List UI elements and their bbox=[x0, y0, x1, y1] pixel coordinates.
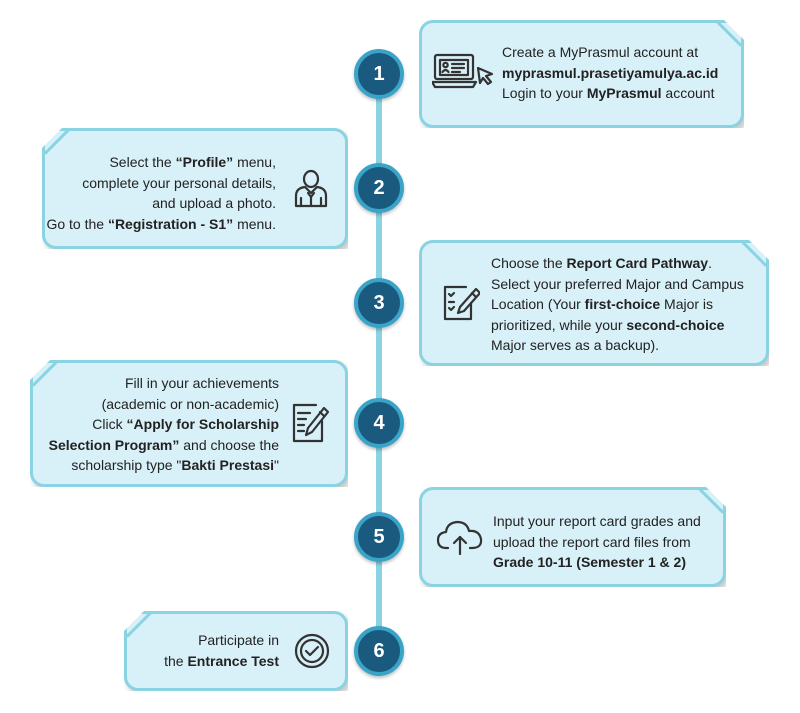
bold-text: Grade 10-11 (Semester 1 & 2) bbox=[493, 554, 686, 570]
step-6-line: Participate in bbox=[164, 630, 279, 651]
text-run: Major is bbox=[660, 296, 714, 312]
text-run: " bbox=[274, 457, 279, 473]
step-1-line: Create a MyPrasmul account at bbox=[502, 42, 718, 63]
bold-text: first-choice bbox=[584, 296, 661, 312]
text-run: Select the bbox=[109, 154, 176, 170]
step-3-number: 3 bbox=[354, 278, 404, 328]
step-2-text: Select the “Profile” menu,complete your … bbox=[46, 152, 276, 234]
bold-text: MyPrasmul bbox=[586, 85, 662, 101]
step-3-line: Location (Your first-choice Major is bbox=[491, 294, 744, 315]
text-run: complete your personal details, bbox=[82, 174, 276, 191]
text-run: and choose the bbox=[179, 436, 279, 453]
step-1-number-label: 1 bbox=[373, 62, 385, 85]
text-run: Click bbox=[92, 416, 127, 432]
step-3-text: Choose the Report Card Pathway.Select yo… bbox=[491, 253, 744, 356]
bold-text: “Profile” bbox=[175, 154, 234, 170]
step-4-line: Click “Apply for Scholarship bbox=[49, 414, 279, 435]
person-icon bbox=[293, 168, 329, 210]
text-run: Input your report card grades and bbox=[493, 513, 701, 529]
step-3-line: Major serves as a backup). bbox=[491, 335, 744, 356]
step-5-line: upload the report card files from bbox=[493, 532, 701, 553]
text-run: prioritized, while your bbox=[491, 316, 627, 333]
step-6-card bbox=[124, 611, 348, 691]
text-run: . bbox=[708, 255, 712, 271]
step-3-number-label: 3 bbox=[373, 291, 385, 314]
step-2-number-label: 2 bbox=[373, 176, 385, 199]
bold-text: Report Card Pathway bbox=[566, 255, 709, 271]
text-run: menu. bbox=[233, 215, 276, 232]
check-circle-icon bbox=[293, 632, 331, 670]
step-3-line: Select your preferred Major and Campus bbox=[491, 274, 744, 295]
step-6-number: 6 bbox=[354, 626, 404, 676]
step-3-line: Choose the Report Card Pathway. bbox=[491, 253, 744, 274]
step-4-line: (academic or non-academic) bbox=[49, 394, 279, 415]
step-2-line: complete your personal details, bbox=[46, 173, 276, 194]
step-4-text: Fill in your achievements (academic or no… bbox=[49, 373, 279, 476]
bold-text: Bakti Prestasi bbox=[181, 457, 275, 473]
step-2-line: Go to the “Registration - S1” menu. bbox=[46, 214, 276, 235]
step-5-line: Grade 10-11 (Semester 1 & 2) bbox=[493, 552, 701, 573]
text-run: upload the report card files from bbox=[493, 533, 691, 550]
text-run: and upload a photo. bbox=[152, 195, 276, 211]
text-run: (academic or non-academic) bbox=[101, 395, 279, 412]
step-6-number-label: 6 bbox=[373, 639, 385, 662]
text-run: Location (Your bbox=[491, 296, 585, 312]
step-4-line: Selection Program” and choose the bbox=[49, 435, 279, 456]
text-run: the bbox=[164, 652, 188, 669]
bold-text: second-choice bbox=[626, 316, 725, 333]
text-run: scholarship type " bbox=[71, 457, 182, 473]
step-5-number-label: 5 bbox=[373, 525, 385, 548]
text-run: Fill in your achievements bbox=[124, 375, 279, 391]
step-4-number-label: 4 bbox=[373, 411, 385, 434]
bold-text: myprasmul.prasetiyamulya.ac.id bbox=[502, 64, 719, 81]
step-4-line: scholarship type "Bakti Prestasi" bbox=[49, 455, 279, 476]
text-run: account bbox=[661, 85, 715, 101]
text-run: Create a MyPrasmul account at bbox=[502, 44, 699, 60]
step-6-text: Participate in the Entrance Test bbox=[164, 630, 279, 671]
step-5-card bbox=[419, 487, 726, 587]
step-5-number: 5 bbox=[354, 512, 404, 562]
cloud-upload-icon bbox=[436, 520, 484, 556]
step-4-line: Fill in your achievements bbox=[49, 373, 279, 394]
step-1-number: 1 bbox=[354, 49, 404, 99]
step-2-card bbox=[42, 128, 348, 249]
step-1-line: myprasmul.prasetiyamulya.ac.id bbox=[502, 63, 718, 84]
text-run: Go to the bbox=[46, 215, 108, 232]
text-run: Participate in bbox=[198, 632, 279, 648]
step-5-line: Input your report card grades and bbox=[493, 511, 701, 532]
step-6-line: the Entrance Test bbox=[164, 651, 279, 672]
step-4-number: 4 bbox=[354, 398, 404, 448]
step-2-number: 2 bbox=[354, 163, 404, 213]
computer-cursor-icon bbox=[432, 52, 494, 92]
text-run: menu, bbox=[233, 154, 276, 170]
checklist-pencil-icon bbox=[442, 283, 480, 323]
bold-text: “Registration - S1” bbox=[107, 215, 234, 232]
step-3-card bbox=[419, 240, 769, 366]
step-5-text: Input your report card grades and upload … bbox=[493, 511, 701, 573]
timeline-line bbox=[376, 50, 382, 670]
bold-text: “Apply for Scholarship bbox=[126, 416, 279, 432]
text-run: Login to your bbox=[502, 85, 587, 101]
document-pencil-icon bbox=[290, 401, 330, 445]
text-run: Choose the bbox=[491, 255, 567, 271]
step-3-line: prioritized, while your second-choice bbox=[491, 315, 744, 336]
bold-text: Selection Program” bbox=[48, 436, 180, 453]
step-2-line: Select the “Profile” menu, bbox=[46, 152, 276, 173]
text-run: Major serves as a backup). bbox=[491, 337, 660, 353]
step-2-line: and upload a photo. bbox=[46, 193, 276, 214]
bold-text: Entrance Test bbox=[187, 652, 279, 669]
step-1-text: Create a MyPrasmul account at myprasmul.p… bbox=[502, 42, 718, 104]
text-run: Select your preferred Major and Campus bbox=[491, 275, 744, 292]
step-1-line: Login to your MyPrasmul account bbox=[502, 83, 718, 104]
